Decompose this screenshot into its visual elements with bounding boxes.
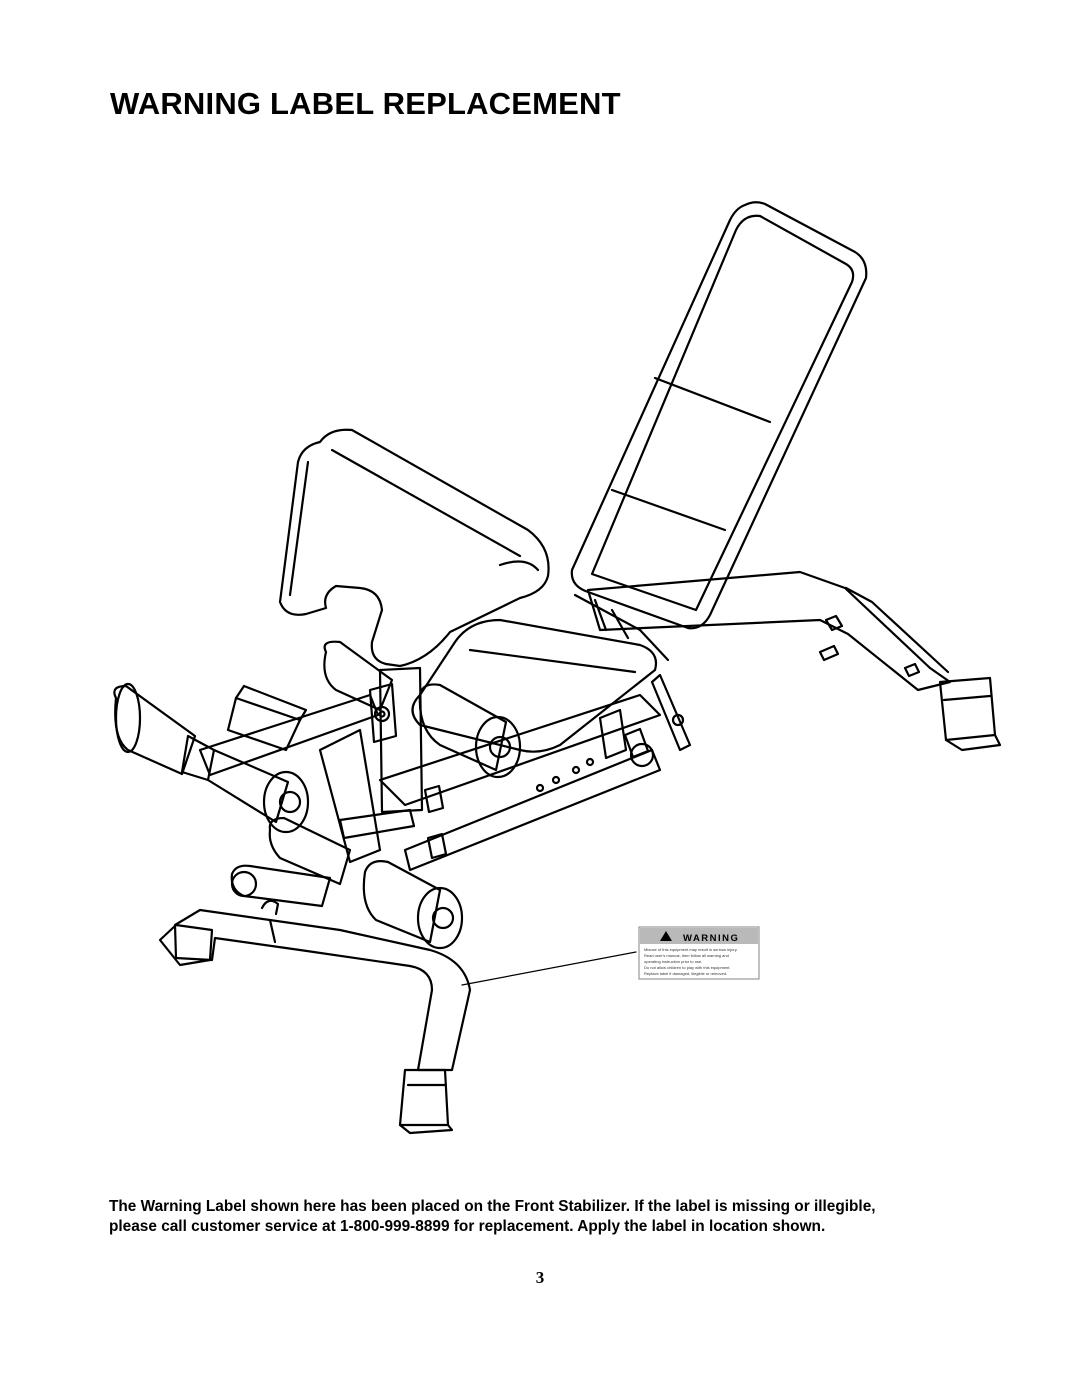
seat-post bbox=[368, 666, 424, 814]
warning-label-line: Misuse of this equipment may result in s… bbox=[644, 947, 738, 952]
page-title: WARNING LABEL REPLACEMENT bbox=[110, 86, 621, 121]
caption-line-2: please call customer service at 1-800-99… bbox=[109, 1218, 826, 1235]
leg-extension-arm bbox=[198, 684, 416, 864]
front-stabilizer bbox=[158, 899, 472, 1135]
leg-extension-pad bbox=[278, 428, 550, 668]
roller-pads bbox=[113, 640, 522, 950]
main-rail bbox=[378, 593, 692, 872]
back-pad bbox=[570, 201, 868, 630]
warning-label-line: Replace label if damaged, illegible or r… bbox=[644, 971, 727, 976]
warning-label: WARNING Misuse of this equipment may res… bbox=[638, 926, 760, 980]
caption-line-1: The Warning Label shown here has been pl… bbox=[109, 1198, 876, 1215]
warning-label-line: Read user's manual, then follow all warn… bbox=[644, 953, 729, 958]
seat-pad bbox=[411, 618, 658, 753]
warning-triangle-icon bbox=[660, 931, 672, 941]
label-leader-line bbox=[461, 951, 637, 986]
page-number: 3 bbox=[535, 1268, 545, 1287]
bench-illustration: WARNING Misuse of this equipment may res… bbox=[113, 201, 1002, 1135]
warning-label-heading: WARNING bbox=[683, 933, 739, 944]
caption: The Warning Label shown here has been pl… bbox=[109, 1197, 999, 1237]
warning-label-line: operating instruction prior to use. bbox=[644, 959, 702, 964]
warning-label-line: Do not allow children to play with this … bbox=[644, 965, 731, 970]
rear-stabilizer bbox=[586, 570, 1002, 752]
